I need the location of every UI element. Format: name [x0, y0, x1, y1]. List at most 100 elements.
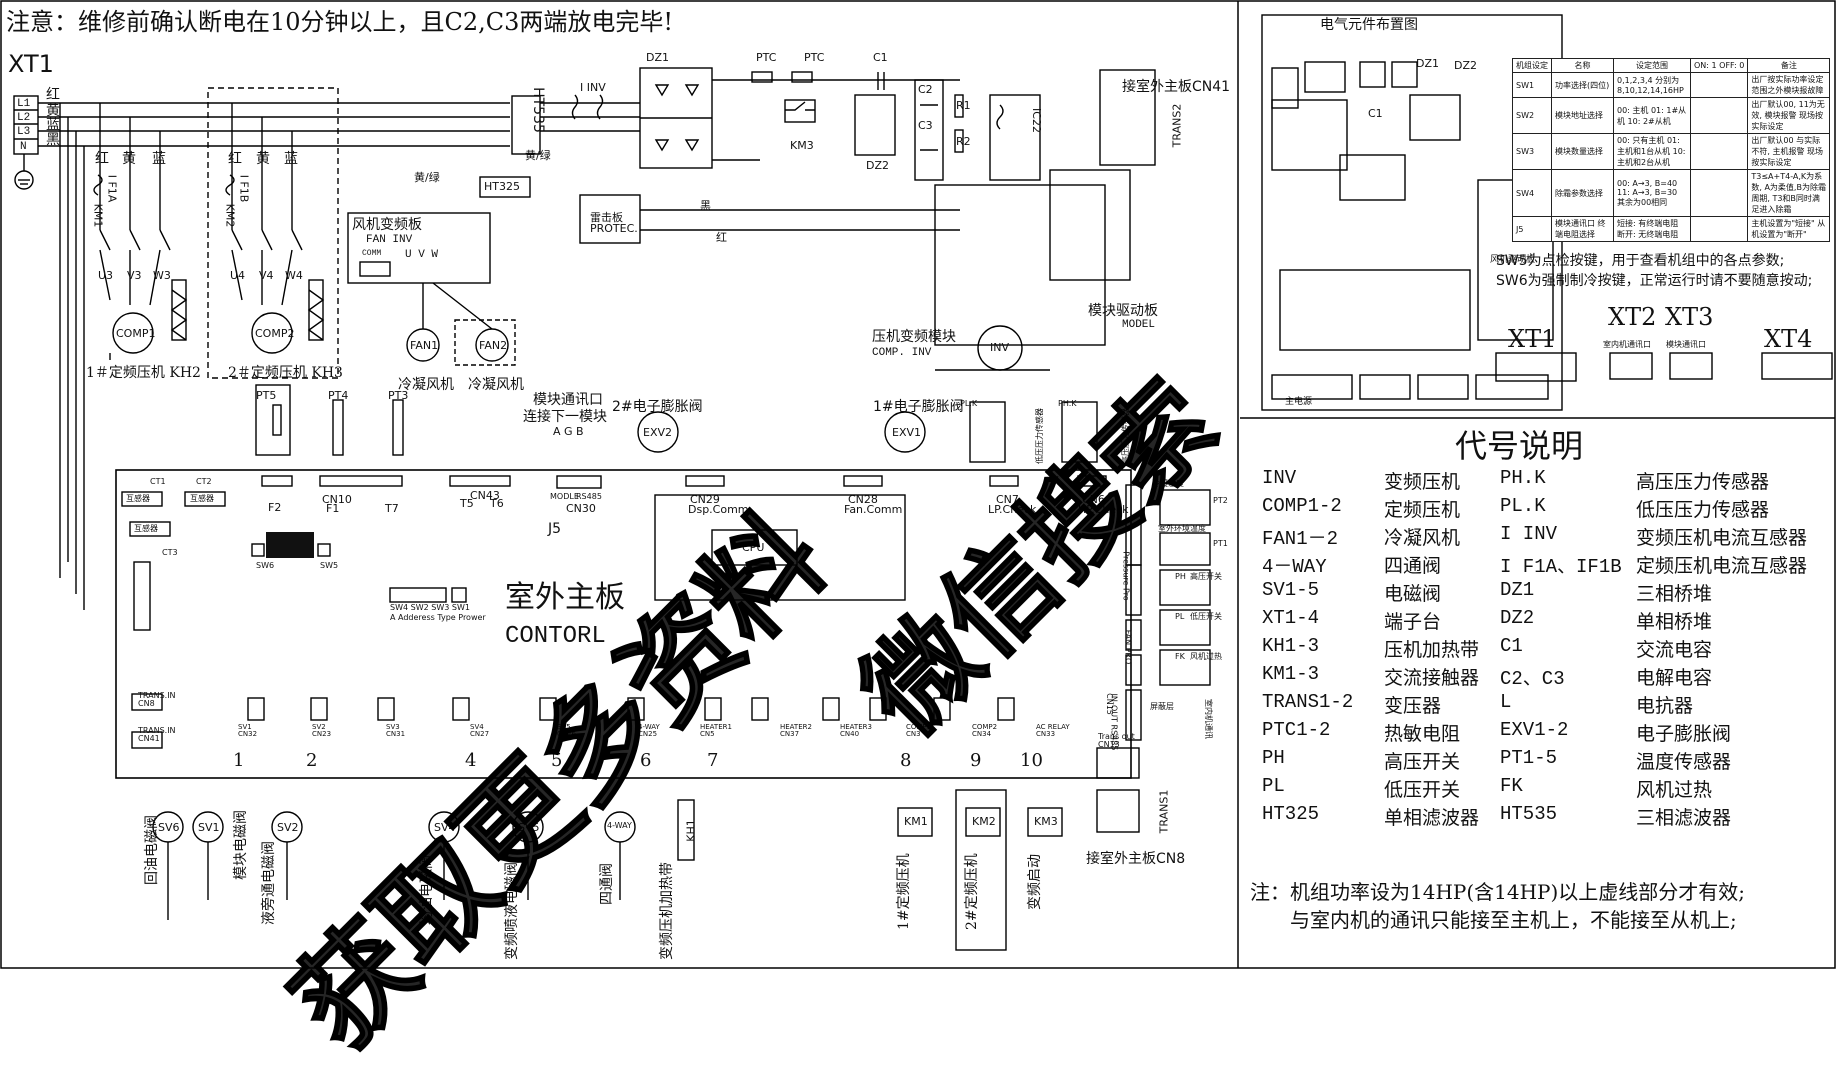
legend-cell: KM1-3 [1262, 663, 1320, 685]
legend-cell: 风机过热 [1636, 779, 1713, 801]
sv1: SV1 [198, 821, 220, 834]
l-start: 变频启动 [1027, 854, 1043, 910]
legend-cell: DZ2 [1500, 607, 1535, 629]
bc-2: SV3 CN31 [386, 723, 406, 738]
bottom-loads [152, 747, 1140, 951]
sw-r2c2: 00: 只有主机 01: 主机和1台从机 10: 主机和2台从机 [1613, 133, 1691, 170]
sw5: SW5 [320, 561, 339, 570]
l-4way: 四通阀 [599, 863, 615, 905]
wire-blue: 蓝 [46, 117, 60, 133]
xt3-sub: 模块通讯口 [1666, 340, 1706, 349]
c1-yellow: 黄 [122, 151, 136, 167]
xt-strips [1495, 352, 1833, 382]
terminal-l2: L2 [17, 112, 31, 124]
legend-cell: FK [1500, 775, 1523, 797]
ptc2-label: PTC [804, 51, 825, 64]
sw-r2c4: 出厂默认00 与实际不符, 主机报警 现场按实际设定 [1747, 133, 1831, 170]
legend-cell: 低压开关 [1384, 779, 1461, 801]
outdoor-cn8: 接室外主板CN8 [1086, 851, 1186, 867]
bottom-relays [247, 697, 1015, 721]
layout-fan-drv: 风机驱动板 [1490, 255, 1536, 265]
legend-cell: I F1A、IF1B [1500, 556, 1622, 578]
sw6: SW6 [256, 561, 275, 570]
pt4: PT4 [328, 389, 349, 402]
comp1-caption: 1＃定频压机 KH2 [86, 365, 201, 381]
layout-main: 主电源 [1285, 397, 1313, 407]
inv-label: I INV [580, 81, 606, 94]
km1-coil: KM1 [904, 815, 928, 828]
t5: T5 [460, 497, 474, 510]
legend-cell: XT1-4 [1262, 607, 1320, 629]
comp-inv-sub: COMP. INV [872, 347, 932, 359]
warning-text: 注意：维修前确认断电在10分钟以上，且C2,C3两端放电完毕! [6, 8, 674, 36]
sv5: SV5 [518, 821, 540, 834]
lp-check: LP.Check [988, 503, 1037, 516]
fan-oh: 风机过热 [1190, 652, 1222, 661]
cn43: CN43 [470, 489, 500, 502]
legend-cell: PH.K [1500, 467, 1546, 489]
legend-cell: PH [1262, 747, 1285, 769]
sw6-note: SW6为强制制冷按键，正常运行时请不要随意按动; [1496, 273, 1813, 289]
bc-5: 4-WAY CN25 [638, 723, 660, 738]
main-board [115, 469, 1132, 779]
layout-dz1: DZ1 [1416, 57, 1440, 70]
main-board-en: CONTORL [505, 623, 606, 650]
sw-h0: 机组设定 [1512, 58, 1552, 73]
sw-r3c1: 除霜参数选择 [1551, 169, 1614, 217]
note-line-2: 与室内机的通讯只能接至主机上，不能接至从机上; [1290, 908, 1737, 932]
legend-cell: FAN1－2 [1262, 528, 1339, 550]
fan-pro: FAN PRO [1123, 629, 1133, 665]
top-connectors [261, 475, 1107, 489]
xt2-label: XT2 [1608, 303, 1657, 331]
exv1-caption: 1#电子膨胀阀 [873, 399, 964, 415]
ct2: CT2 [196, 477, 212, 486]
module-comm-1: 模块通讯口 [533, 392, 603, 408]
terminal-n: N [20, 141, 27, 153]
fan-inv-comm: COMM [362, 249, 382, 258]
note-line-1: 注：机组功率设为14HP(含14HP)以上虚线部分才有效; [1250, 880, 1746, 904]
bn-9: 9 [970, 750, 982, 771]
bc-9: COMP1 CN3 [906, 723, 932, 738]
legend-cell: COMP1-2 [1262, 495, 1342, 517]
sv6: SV6 [158, 821, 180, 834]
pl-k: PL.K [960, 399, 978, 408]
legend-cell: 单相滤波器 [1384, 807, 1480, 829]
legend-cell: 交流接触器 [1384, 667, 1480, 689]
yg-1: 黄/绿 [525, 149, 551, 162]
pl-switch: 低压开关 [1190, 612, 1222, 621]
ph-switch: 高压开关 [1190, 572, 1222, 581]
protec-box [579, 194, 641, 244]
driver-title: 模块驱动板 [1088, 303, 1158, 319]
pt-sensors [255, 384, 1098, 463]
legend-cell: 4－WAY [1262, 556, 1327, 578]
legend-cell: 压机加热带 [1384, 639, 1480, 661]
fan-inv-box [347, 212, 491, 284]
t7: T7 [385, 502, 399, 515]
cond-temp: 冷凝温度 [1152, 479, 1184, 488]
hg-1: 互感器 [126, 494, 150, 503]
terminal-l1: L1 [17, 98, 31, 110]
cn30: CN30 [566, 502, 596, 515]
cond-fan-1: 冷凝风机 [398, 377, 454, 393]
sw-r0c2: 0,1,2,3,4 分别为 8,10,12,14,16HP [1613, 72, 1691, 98]
terminal-l3: L3 [17, 126, 31, 138]
ct3: CT3 [162, 548, 178, 557]
bn-1: 1 [233, 750, 245, 771]
legend-cell: 定频压机 [1384, 499, 1461, 521]
l-module: 模块电磁阀 [233, 810, 249, 880]
indoor-comm: 室内机通讯 [1204, 699, 1213, 739]
ph-k: PH.K [1058, 399, 1077, 408]
legend-cell: 变频压机 [1384, 471, 1461, 493]
modle: MODLE [550, 492, 579, 501]
c3-label: C3 [918, 119, 933, 132]
wire-yellow: 黄 [46, 103, 60, 119]
r1-label: R1 [956, 99, 971, 112]
protec-label: 雷击板 PROTEC. [590, 211, 638, 235]
cn10: CN10 [322, 493, 352, 506]
sw-r3c0: SW4 [1512, 169, 1552, 217]
trans-out: Trans out CN13 [1098, 732, 1135, 749]
yg-2: 黄/绿 [414, 171, 440, 184]
dz2-box [854, 94, 896, 156]
exv1-label: EXV1 [892, 426, 922, 439]
wiring-diagram [0, 0, 1836, 969]
